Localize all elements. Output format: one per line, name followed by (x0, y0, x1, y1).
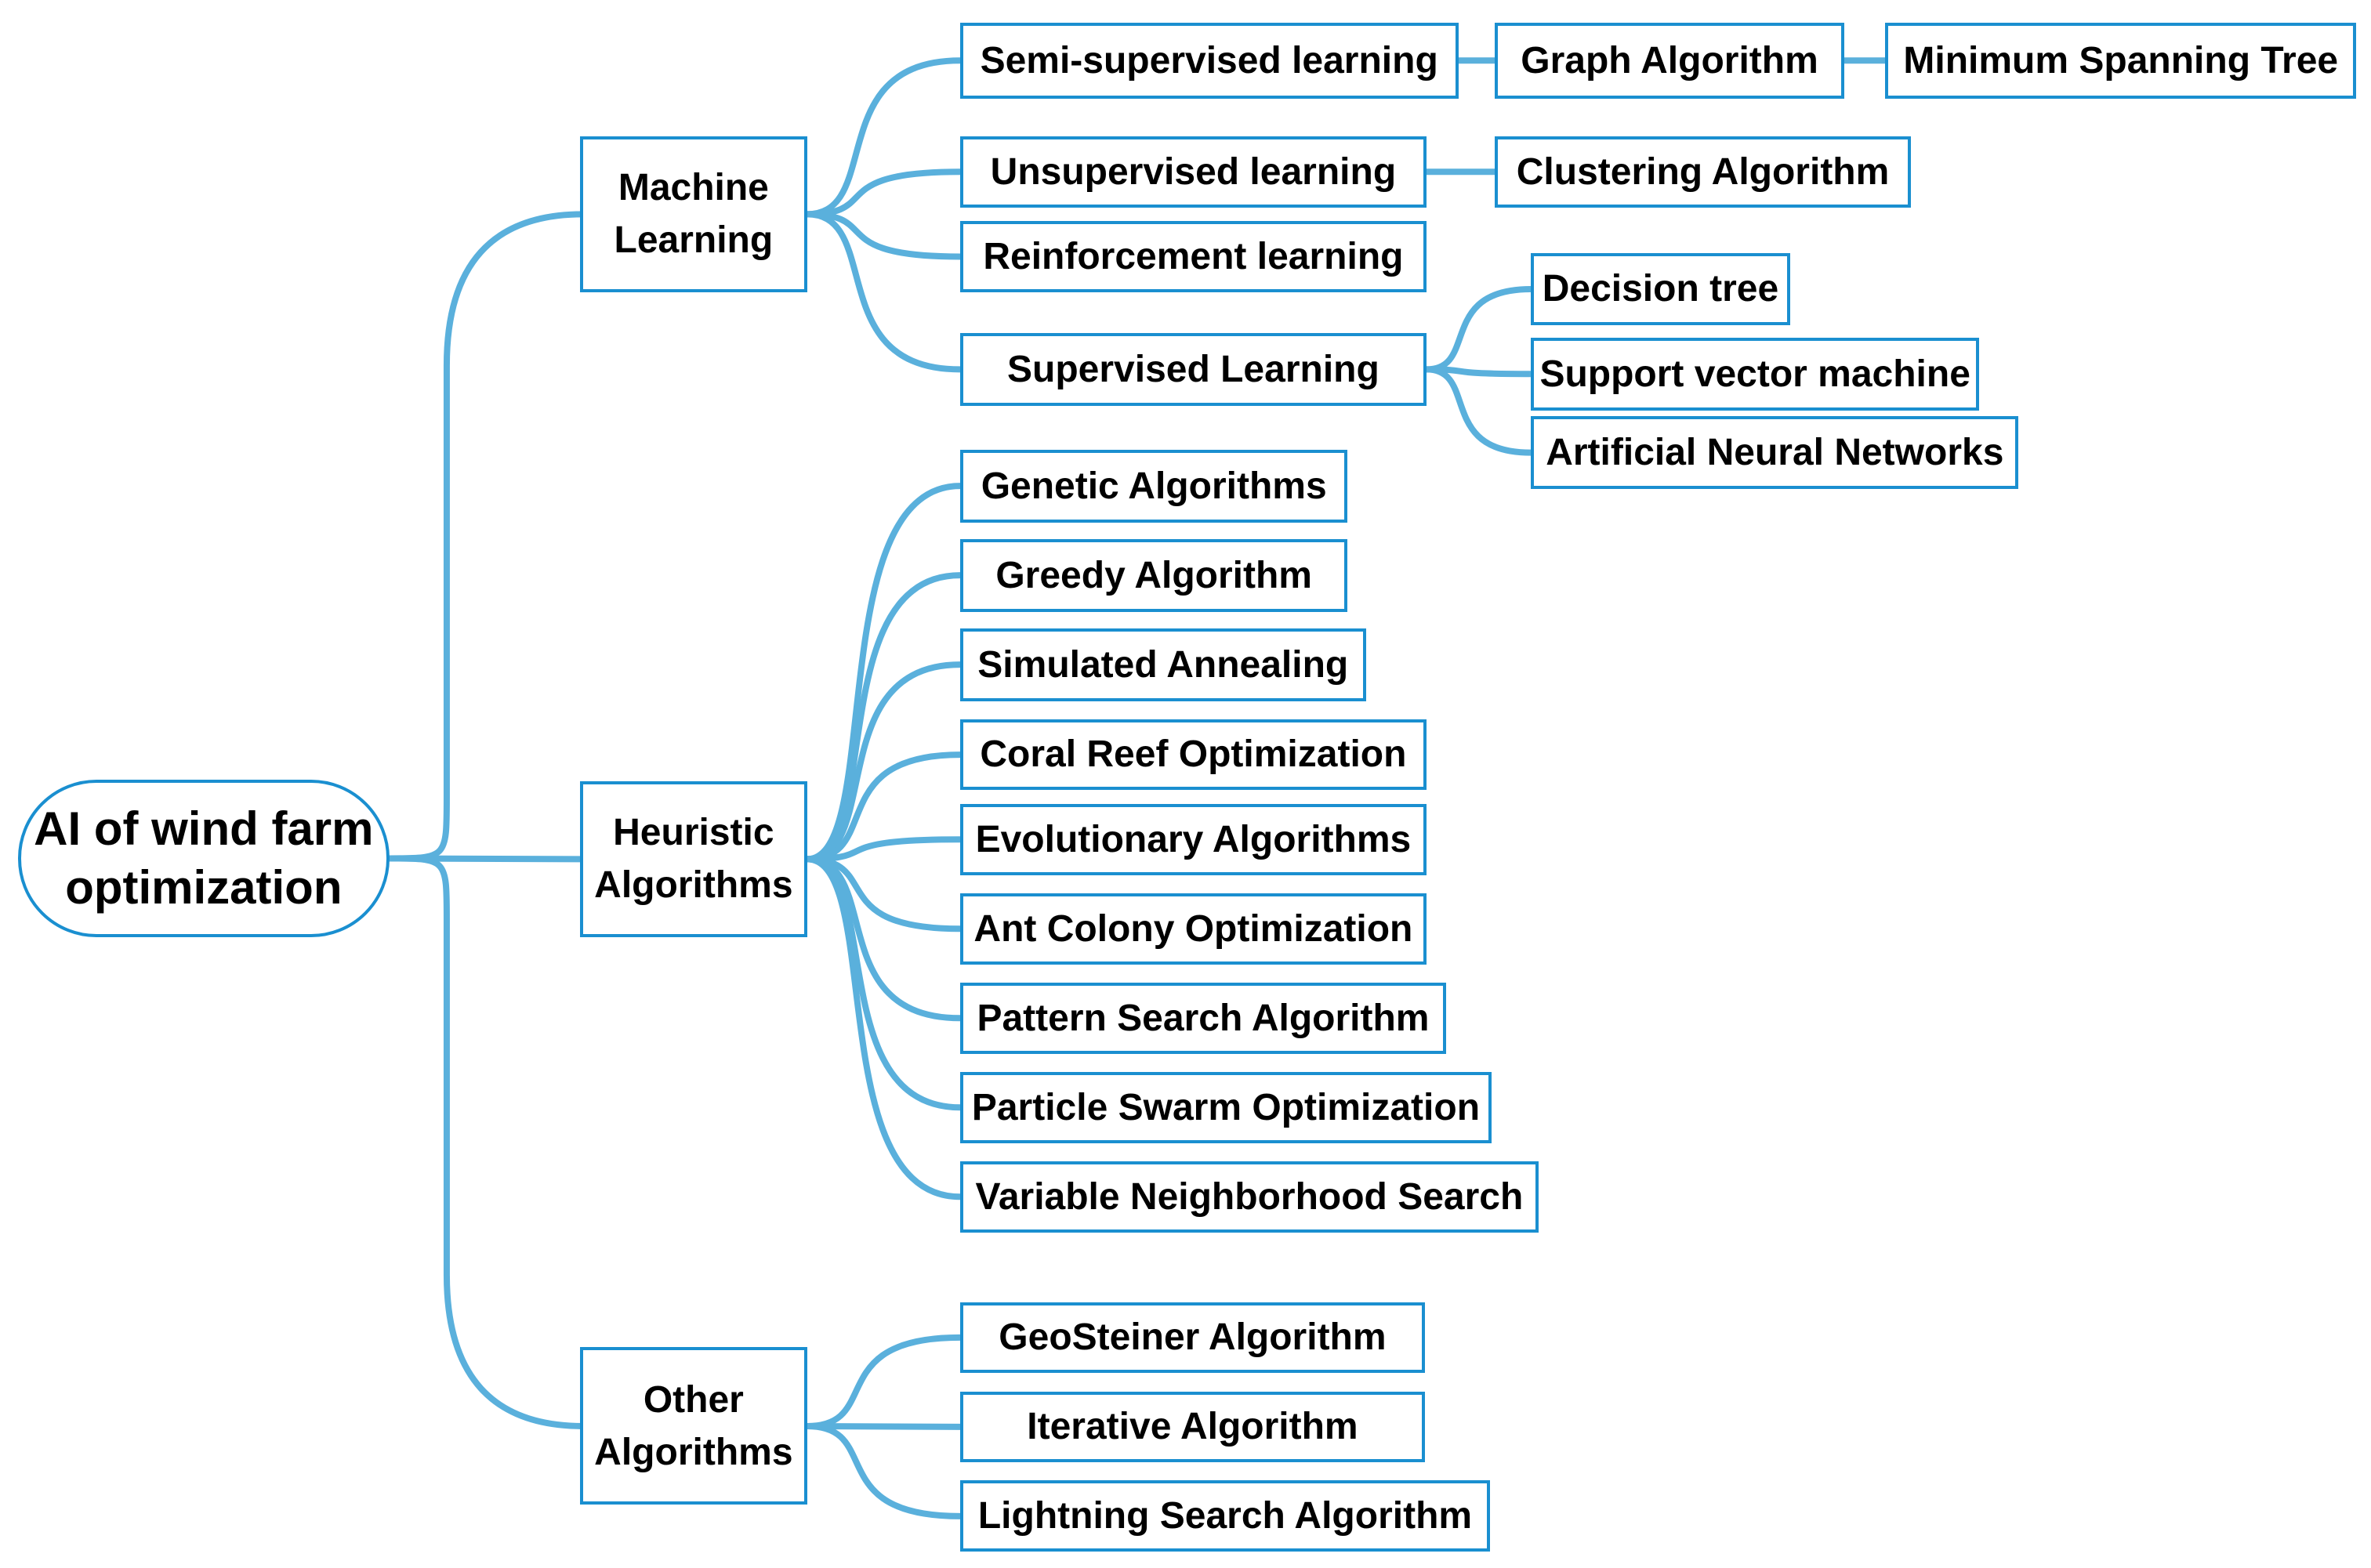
leaf-node-lightning-search-algorithm: Lightning Search Algorithm (959, 1480, 1491, 1552)
branch-label-line: Algorithms (594, 1431, 793, 1473)
leaf-node-reinforcement-learning: Reinforcement learning (959, 221, 1427, 292)
connector-other-child (803, 1422, 963, 1430)
leaf-node-simulated-annealing: Simulated Annealing (959, 628, 1366, 701)
connector-machine-learning-child (803, 168, 963, 218)
leaf-node-evolutionary-algorithms: Evolutionary Algorithms (959, 803, 1427, 875)
leaf-node-semi-supervised-learning: Semi-supervised learning (959, 22, 1459, 99)
connector-machine-learning-child (803, 211, 963, 260)
connector-heuristic-child (803, 856, 963, 1200)
leaf-node-coral-reef-optimization: Coral Reef Optimization (959, 719, 1427, 791)
branch-label-line: Other (643, 1378, 744, 1421)
connector-heuristic-child (803, 836, 963, 863)
leaf-node-supervised-learning: Supervised Learning (959, 333, 1427, 406)
connector-supervised-child (1423, 366, 1535, 456)
leaf-node-geosteiner-algorithm: GeoSteiner Algorithm (959, 1302, 1425, 1374)
leaf-node-artificial-neural-networks: Artificial Neural Networks (1531, 416, 2019, 490)
leaf-node-genetic-algorithms: Genetic Algorithms (959, 449, 1348, 523)
connector-heuristic-child (803, 483, 963, 863)
leaf-node-graph-algorithm: Graph Algorithm (1494, 22, 1845, 99)
connector-other-child (803, 1334, 963, 1429)
connector-heuristic-child (803, 856, 963, 1022)
leaf-node-unsupervised-learning: Unsupervised learning (959, 136, 1427, 208)
branch-label-line: Algorithms (594, 864, 793, 907)
connector-machine-learning-child (803, 211, 963, 373)
root-label-line: optimization (65, 861, 343, 914)
root-label-line: AI of wind farm (34, 802, 374, 856)
leaf-node-support-vector-machine: Support vector machine (1531, 337, 1980, 411)
leaf-node-variable-neighborhood-search: Variable Neighborhood Search (959, 1161, 1539, 1233)
connector-heuristic-child (803, 661, 963, 863)
leaf-node-particle-swarm-optimization: Particle Swarm Optimization (959, 1071, 1492, 1143)
branch-label-line: Machine (618, 167, 769, 209)
branch-label-line: Heuristic (613, 812, 774, 854)
connector-heuristic-child (803, 572, 963, 863)
connector-supervised-child (1423, 286, 1535, 373)
connector-other-child (803, 1422, 963, 1519)
leaf-node-greedy-algorithm: Greedy Algorithm (959, 538, 1348, 612)
connector-root-machine-learning (386, 211, 583, 862)
leaf-node-pattern-search-algorithm: Pattern Search Algorithm (959, 982, 1447, 1054)
connector-machine-learning-child (803, 57, 963, 218)
leaf-node-ant-colony-optimization: Ant Colony Optimization (959, 893, 1427, 965)
leaf-node-decision-tree: Decision tree (1531, 252, 1790, 326)
connector-heuristic-child (803, 856, 963, 932)
connector-heuristic-child (803, 751, 963, 863)
branch-label-line: Learning (614, 219, 774, 262)
leaf-node-iterative-algorithm: Iterative Algorithm (959, 1391, 1425, 1463)
leaf-node-clustering-algorithm: Clustering Algorithm (1494, 136, 1912, 208)
leaf-node-minimum-spanning-tree: Minimum Spanning Tree (1885, 22, 2357, 99)
connector-root-other-algorithms (386, 855, 583, 1429)
